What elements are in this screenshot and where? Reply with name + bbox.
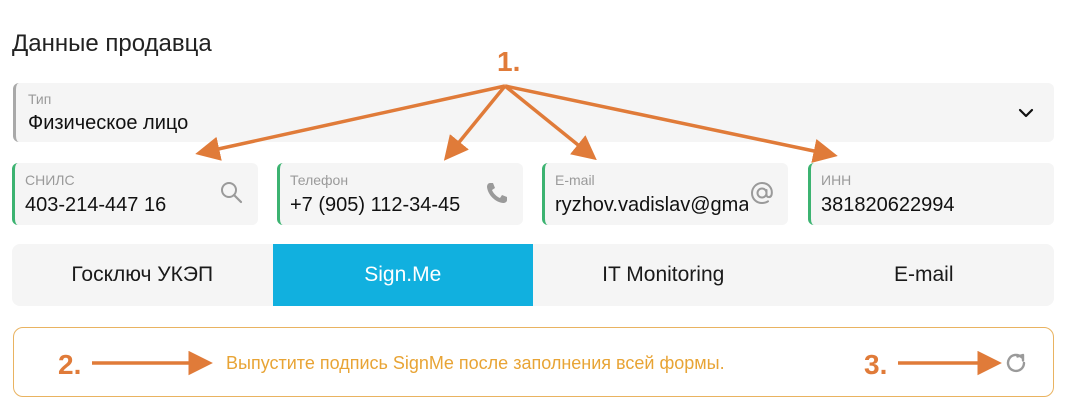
snils-field[interactable]: СНИЛС 403-214-447 16 — [12, 163, 258, 225]
notice-text: Выпустите подпись SignMe после заполнени… — [226, 353, 725, 373]
tab-signme[interactable]: Sign.Me — [272, 244, 533, 306]
type-select-label: Тип — [28, 91, 52, 107]
snils-value: 403-214-447 16 — [25, 194, 167, 216]
inn-label: ИНН — [821, 172, 852, 188]
tab-goskey[interactable]: Госключ УКЭП — [71, 263, 214, 286]
phone-icon — [487, 183, 507, 203]
email-value: ryzhov.vadislav@gmail.com — [555, 194, 748, 216]
email-field[interactable]: E-mail ryzhov.vadislav@gmail.com — [542, 163, 788, 225]
annotation-marker-2: 2. — [58, 349, 82, 380]
annotation-marker-3: 3. — [864, 349, 888, 380]
search-icon[interactable] — [218, 179, 246, 207]
phone-label: Телефон — [290, 172, 349, 188]
email-label: E-mail — [555, 172, 595, 188]
annotation-marker-1: 1. — [497, 46, 521, 77]
phone-field[interactable]: Телефон +7 (905) 112-34-45 — [277, 163, 523, 225]
signature-provider-tabs: Госключ УКЭП Sign.Me IT Monitoring E-mai… — [12, 244, 1054, 306]
phone-value: +7 (905) 112-34-45 — [290, 194, 461, 216]
inn-field[interactable]: ИНН 381820622994 — [808, 163, 1054, 225]
snils-label: СНИЛС — [25, 172, 75, 188]
tab-email[interactable]: E-mail — [893, 263, 954, 286]
type-select-value: Физическое лицо — [28, 112, 189, 134]
refresh-icon[interactable] — [1003, 350, 1029, 376]
signme-notice: Выпустите подпись SignMe после заполнени… — [13, 327, 1054, 397]
tab-it-monitoring[interactable]: IT Monitoring — [602, 263, 725, 286]
type-select[interactable]: Тип Физическое лицо — [13, 83, 1054, 142]
chevron-down-icon[interactable] — [1016, 103, 1036, 123]
section-title: Данные продавца — [12, 30, 212, 57]
inn-value: 381820622994 — [821, 194, 955, 216]
at-icon — [750, 181, 773, 205]
